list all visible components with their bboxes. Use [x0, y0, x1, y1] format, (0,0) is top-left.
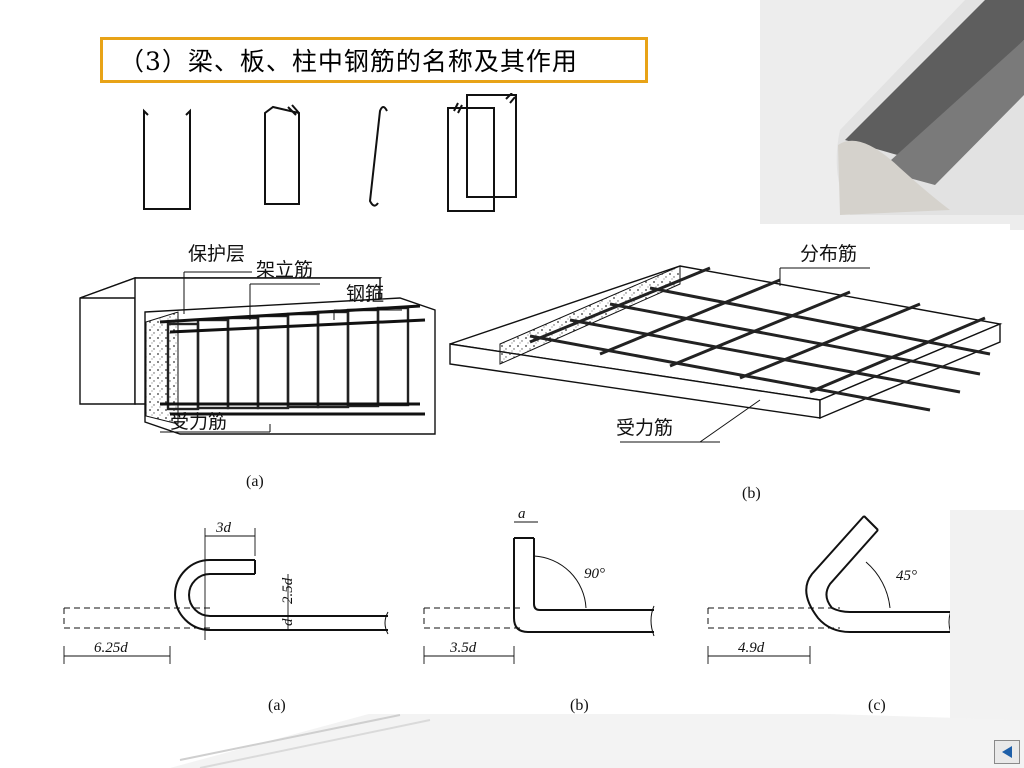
beam-cover-label: 保护层	[188, 243, 245, 265]
double-stirrup-inner-shape	[466, 94, 517, 198]
slab-distribution-bar-label: 分布筋	[800, 243, 857, 265]
hook-b-angle: 90°	[584, 566, 605, 582]
beam-figure: 保护层 架立筋 钢箍 受力筋 (a)	[79, 243, 436, 490]
hook-a-caption: (a)	[268, 697, 286, 714]
hook-details-panel: 3d 2.5d d 6.25d (a) a 90° 3.5d	[50, 506, 953, 714]
slab-figure: 分布筋 受力筋 (b)	[449, 243, 1003, 502]
hook-b-dim-top: a	[518, 508, 526, 522]
slab-main-bars	[529, 266, 986, 394]
hook-a-dim-d: d	[280, 618, 296, 626]
hook-a-figure	[63, 528, 389, 664]
open-stirrup-shape	[143, 108, 191, 210]
hook-c-caption: (c)	[868, 697, 886, 714]
slab-main-bar-label: 受力筋	[616, 417, 673, 439]
hook-b-figure	[423, 521, 655, 664]
slab-caption: (b)	[742, 485, 761, 502]
slide-title: （3）梁、板、柱中钢筋的名称及其作用	[100, 37, 648, 83]
hook-a-dim-top: 3d	[215, 520, 232, 536]
hook-a-dim-bottom: 6.25d	[94, 640, 128, 656]
hook-b-dim-bottom: 3.5d	[449, 640, 477, 656]
single-leg-tie-shape	[368, 106, 388, 207]
beam-slab-panel: 保护层 架立筋 钢箍 受力筋 (a)	[60, 224, 1010, 508]
beam-slab-figure: 保护层 架立筋 钢箍 受力筋 (a)	[79, 243, 1003, 502]
beam-main-bar-label: 受力筋	[170, 411, 227, 433]
slab-distribution-bars	[529, 286, 991, 412]
beam-stirrup-label: 钢箍	[346, 283, 384, 305]
hook-a-dim-side: 2.5d	[280, 577, 296, 604]
stirrup-shapes-panel	[100, 92, 540, 221]
stirrup-shapes-figure	[143, 92, 517, 212]
hook-c-dim-bottom: 4.9d	[738, 640, 765, 656]
closed-stirrup-shape	[264, 104, 300, 205]
hook-c-angle: 45°	[896, 568, 917, 584]
hook-c-figure	[707, 515, 953, 664]
hook-details-figure: 3d 2.5d d 6.25d (a) a 90° 3.5d	[63, 506, 953, 714]
slide-title-text: （3）梁、板、柱中钢筋的名称及其作用	[119, 47, 578, 76]
back-arrow-icon	[1002, 746, 1012, 758]
beam-caption: (a)	[246, 473, 264, 490]
hook-b-caption: (b)	[570, 697, 589, 714]
beam-longitudinal-bars	[159, 304, 426, 416]
nav-back-button[interactable]	[994, 740, 1020, 764]
beam-erection-bar-label: 架立筋	[256, 259, 313, 281]
double-stirrup-shape	[447, 107, 495, 212]
